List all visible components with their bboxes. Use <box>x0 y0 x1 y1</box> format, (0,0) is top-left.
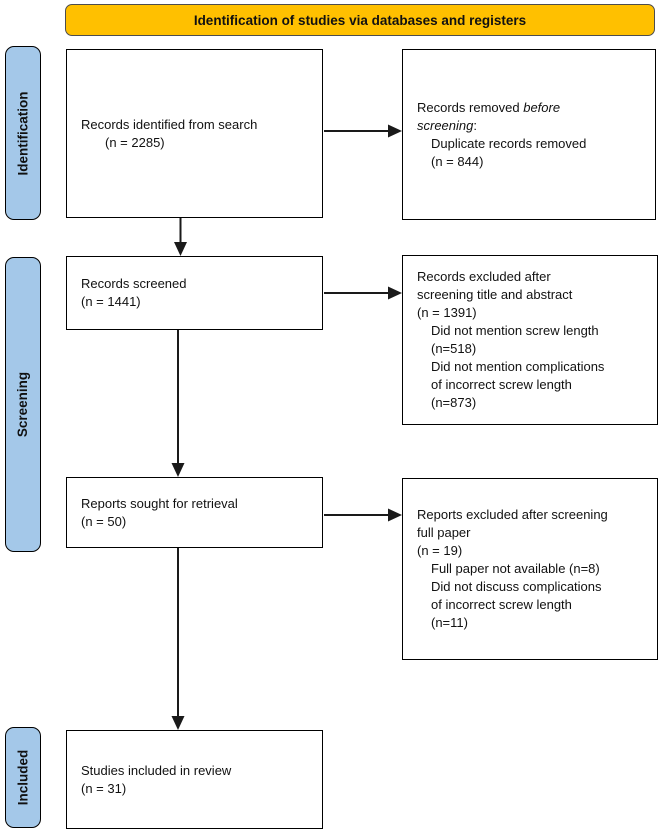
banner-identification-via-databases: Identification of studies via databases … <box>65 4 655 36</box>
arrow-down-icon-sought-to-included <box>171 548 185 730</box>
box-studies-included: Studies included in review (n = 31) <box>66 730 323 829</box>
box-text-line: (n = 1391) <box>417 305 477 320</box>
box-text-line: Studies included in review <box>81 762 232 778</box>
box-text-line: (n = 844) <box>431 153 484 169</box>
box-text-line: Duplicate records removed <box>431 135 587 151</box>
box-text-line: Records removed before <box>417 99 561 115</box>
box-text-line: Full paper not available (n=8) <box>431 561 600 576</box>
box-text-line: (n = 31) <box>81 780 127 796</box>
stage-tab-screening: Screening <box>5 257 41 552</box>
box-text-line: Reports sought for retrieval <box>81 495 238 511</box>
arrow-right-icon-identified-to-removed <box>324 124 402 138</box>
box-text-line: screening: <box>417 117 477 133</box>
box-text-line: Did not discuss complications <box>431 579 602 594</box>
stage-tab-label: Identification <box>15 91 31 175</box>
box-text-line: Did not mention screw length <box>431 323 599 338</box>
box-text-line: (n = 50) <box>81 513 127 529</box>
stage-tab-identification: Identification <box>5 46 41 220</box>
arrow-down-icon-identified-to-screened <box>174 218 187 256</box>
box-text-line: (n=518) <box>431 341 477 356</box>
box-records-removed-before-screening: Records removed before screening: Duplicat… <box>402 49 656 220</box>
box-text-line: of incorrect screw length <box>431 597 572 612</box>
box-text-line: full paper <box>417 525 471 540</box>
box-text-line: Records identified from search <box>81 116 258 132</box>
box-text-line: Reports excluded after screening <box>417 507 608 522</box>
box-text-line: (n=873) <box>431 395 477 410</box>
box-text-line: Records screened <box>81 276 187 291</box>
arrow-right-icon-sought-to-excluded <box>324 508 402 522</box>
box-reports-excluded-full-paper: Reports excluded after screening full pap… <box>402 478 658 660</box>
box-text-line: (n = 1441) <box>81 294 141 309</box>
box-reports-sought: Reports sought for retrieval (n = 50) <box>66 477 323 548</box>
box-text-line: (n=11) <box>431 615 468 630</box>
box-records-excluded-title-abstract: Records excluded after screening title an… <box>402 255 658 425</box>
box-records-screened: Records screened (n = 1441) <box>66 256 323 330</box>
box-text-line: (n = 19) <box>417 543 463 558</box>
box-records-identified: Records identified from search (n = 2285) <box>66 49 323 218</box>
arrow-right-icon-screened-to-excluded <box>324 286 402 300</box>
stage-tab-label: Included <box>15 749 31 806</box>
box-text-line: Did not mention complications <box>431 359 605 374</box>
banner-label: Identification of studies via databases … <box>193 12 527 28</box>
stage-tab-label: Screening <box>15 371 31 438</box>
box-text-line: Records excluded after <box>417 269 551 284</box>
box-text-line: of incorrect screw length <box>431 377 572 392</box>
box-text-line: screening title and abstract <box>417 287 573 302</box>
arrow-down-icon-screened-to-sought <box>171 330 185 477</box>
stage-tab-included: Included <box>5 727 41 828</box>
box-text-line: (n = 2285) <box>105 134 165 150</box>
